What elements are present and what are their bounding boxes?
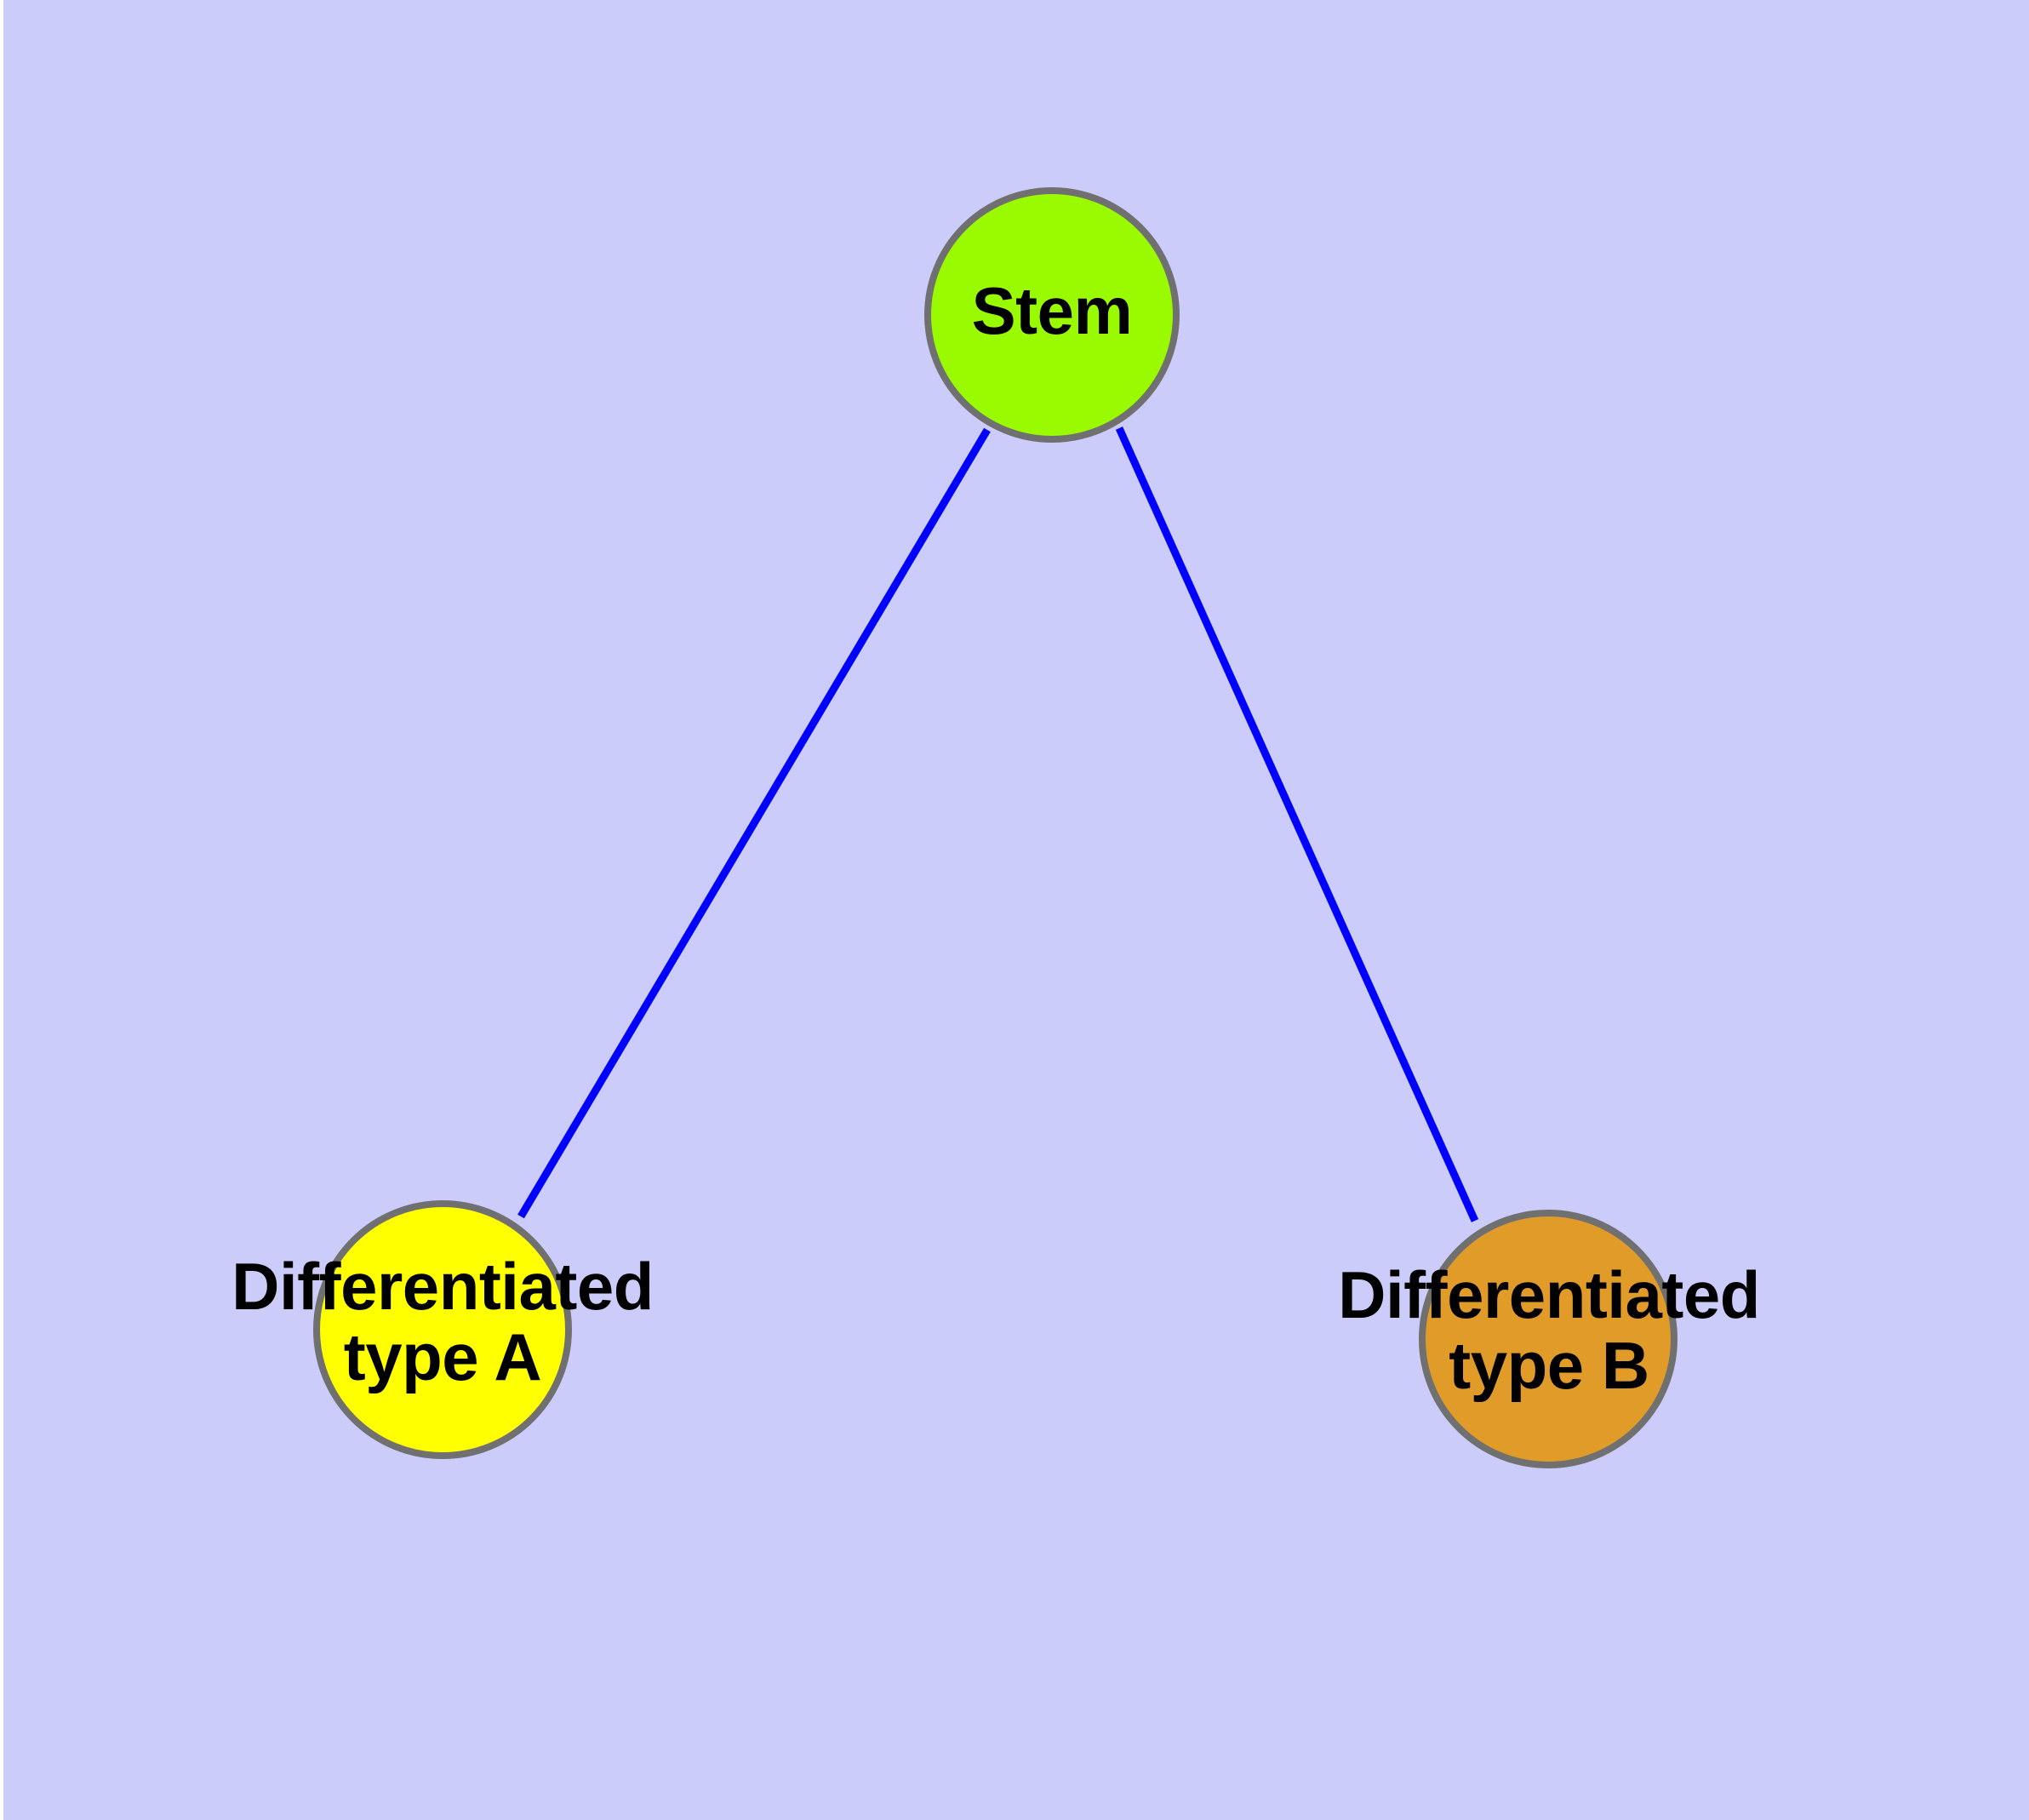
node-circle-differentiated-type-a[interactable] <box>313 1200 572 1459</box>
node-layer <box>313 187 1677 1468</box>
edge-stem-to-differentiated-type-b[interactable] <box>1115 426 1479 1222</box>
node-circle-differentiated-type-b[interactable] <box>1419 1210 1677 1468</box>
edge-stem-to-differentiated-type-a[interactable] <box>517 427 991 1219</box>
node-circle-stem[interactable] <box>924 187 1180 443</box>
edge-layer <box>517 426 1479 1222</box>
